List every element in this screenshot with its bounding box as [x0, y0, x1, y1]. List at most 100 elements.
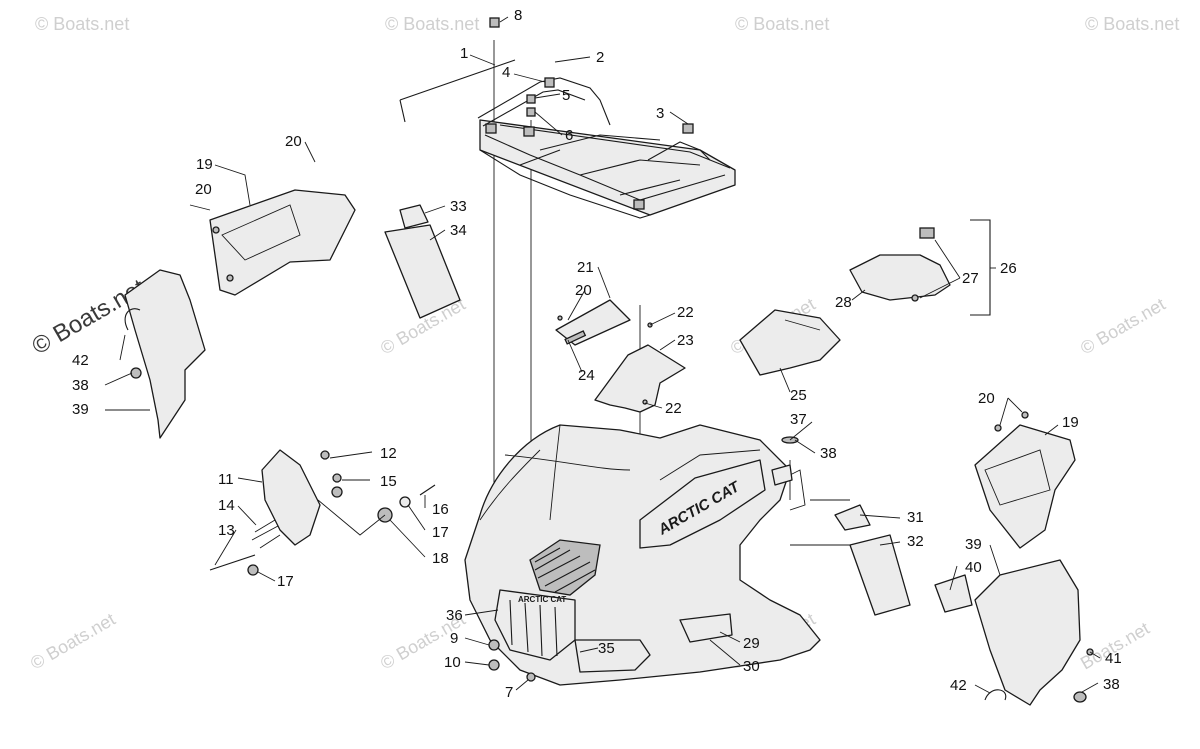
callout-20-center: 20 — [575, 282, 592, 299]
washer-17 — [399, 496, 411, 508]
callout-34: 34 — [450, 222, 467, 239]
callout-7: 7 — [505, 684, 513, 701]
push-rivet-38-left — [130, 367, 142, 379]
callout-19-left: 19 — [196, 156, 213, 173]
bushing-6 — [526, 107, 536, 117]
bolt-8 — [489, 17, 500, 28]
watermark: © Boats.net — [1085, 14, 1179, 34]
callout-33: 33 — [450, 198, 467, 215]
callout-13: 13 — [218, 522, 235, 539]
watermark: © Boats.net — [27, 609, 119, 673]
callout-20-left: 20 — [195, 181, 212, 198]
callout-18: 18 — [432, 550, 449, 567]
inner-fender-right — [974, 559, 1081, 706]
callout-42-left: 42 — [72, 352, 89, 369]
clip-42-right — [984, 689, 1007, 701]
callout-28: 28 — [835, 294, 852, 311]
callout-25: 25 — [790, 387, 807, 404]
decal-34 — [384, 224, 461, 319]
decal-32 — [849, 534, 911, 616]
screw-12a — [320, 450, 330, 460]
callout-3: 3 — [656, 105, 664, 122]
nut-10 — [488, 659, 500, 671]
front-rack — [477, 77, 736, 219]
callout-10: 10 — [444, 654, 461, 671]
callout-22-bottom: 22 — [665, 400, 682, 417]
callout-24: 24 — [578, 367, 595, 384]
callout-22-top: 22 — [677, 304, 694, 321]
callout-27: 27 — [962, 270, 979, 287]
callout-11: 11 — [218, 471, 234, 488]
watermark: © Boats.net — [35, 14, 129, 34]
watermark: © Boats.net — [385, 14, 479, 34]
callout-2: 2 — [596, 49, 604, 66]
nut-17-lower — [247, 564, 259, 576]
storage-lid-28 — [849, 254, 951, 301]
bushing-4 — [544, 77, 555, 88]
spring-14 — [251, 519, 281, 549]
callout-20-right: 20 — [978, 390, 995, 407]
front-fender: ARCTIC CAT ARCTIC CAT — [464, 424, 821, 686]
decal-40 — [934, 574, 973, 613]
nut-7 — [526, 672, 536, 682]
reflector-29 — [679, 613, 733, 643]
callout-36: 36 — [446, 607, 463, 624]
callout-42-right: 42 — [950, 677, 967, 694]
cover-25 — [739, 309, 841, 376]
callout-16: 16 — [432, 501, 449, 518]
push-rivet-38-right — [1073, 691, 1087, 703]
callout-14: 14 — [218, 497, 235, 514]
screw-12b — [332, 473, 342, 483]
callout-31: 31 — [907, 509, 924, 526]
callout-32: 32 — [907, 533, 924, 550]
callout-17-left: 17 — [277, 573, 294, 590]
callout-30: 30 — [743, 658, 760, 675]
side-panel-right — [974, 424, 1076, 549]
group-bracket-26 — [970, 219, 991, 316]
callout-41: 41 — [1105, 650, 1122, 667]
headlight-lens-35 — [574, 639, 651, 673]
callout-35: 35 — [598, 640, 615, 657]
decal-31 — [834, 504, 871, 531]
callout-39-left: 39 — [72, 401, 89, 418]
watermark: © Boats.net — [1077, 294, 1169, 358]
callout-4: 4 — [502, 64, 510, 81]
callout-38-right: 38 — [1103, 676, 1120, 693]
callout-39-right: 39 — [965, 536, 982, 553]
callout-21: 21 — [577, 259, 594, 276]
callouts: 1 2 3 4 5 6 7 8 9 10 11 12 13 14 15 16 1… — [72, 7, 1122, 701]
washer-5 — [526, 94, 536, 104]
callout-1: 1 — [460, 45, 468, 62]
callout-26: 26 — [1000, 260, 1017, 277]
callout-20-top: 20 — [285, 133, 302, 150]
callout-8: 8 — [514, 7, 522, 24]
callout-29: 29 — [743, 635, 760, 652]
headlight-11 — [261, 449, 321, 546]
callout-17-right: 17 — [432, 524, 449, 541]
grommet-15 — [331, 486, 343, 498]
callout-9: 9 — [450, 630, 458, 647]
latch-27 — [919, 227, 935, 239]
decal-33 — [399, 204, 429, 229]
callout-19-right: 19 — [1062, 414, 1079, 431]
leader-lines — [104, 16, 1101, 694]
bolt-16 — [419, 484, 436, 496]
watermark: © Boats.net — [735, 14, 829, 34]
callout-40: 40 — [965, 559, 982, 576]
grille-decal: ARCTIC CAT — [518, 595, 566, 604]
callout-5: 5 — [562, 87, 570, 104]
clip-42-left — [124, 308, 141, 331]
callout-15: 15 — [380, 473, 397, 490]
inner-fender-left — [124, 269, 206, 439]
callout-12: 12 — [380, 445, 397, 462]
bracket-23 — [594, 344, 686, 413]
callout-23: 23 — [677, 332, 694, 349]
adjuster-13 — [209, 554, 256, 571]
group-bracket-1 — [399, 59, 516, 123]
callout-6: 6 — [565, 127, 573, 144]
callout-38-left: 38 — [72, 377, 89, 394]
callout-38-center: 38 — [820, 445, 837, 462]
bracket-37 — [771, 464, 793, 486]
callout-37: 37 — [790, 411, 807, 428]
